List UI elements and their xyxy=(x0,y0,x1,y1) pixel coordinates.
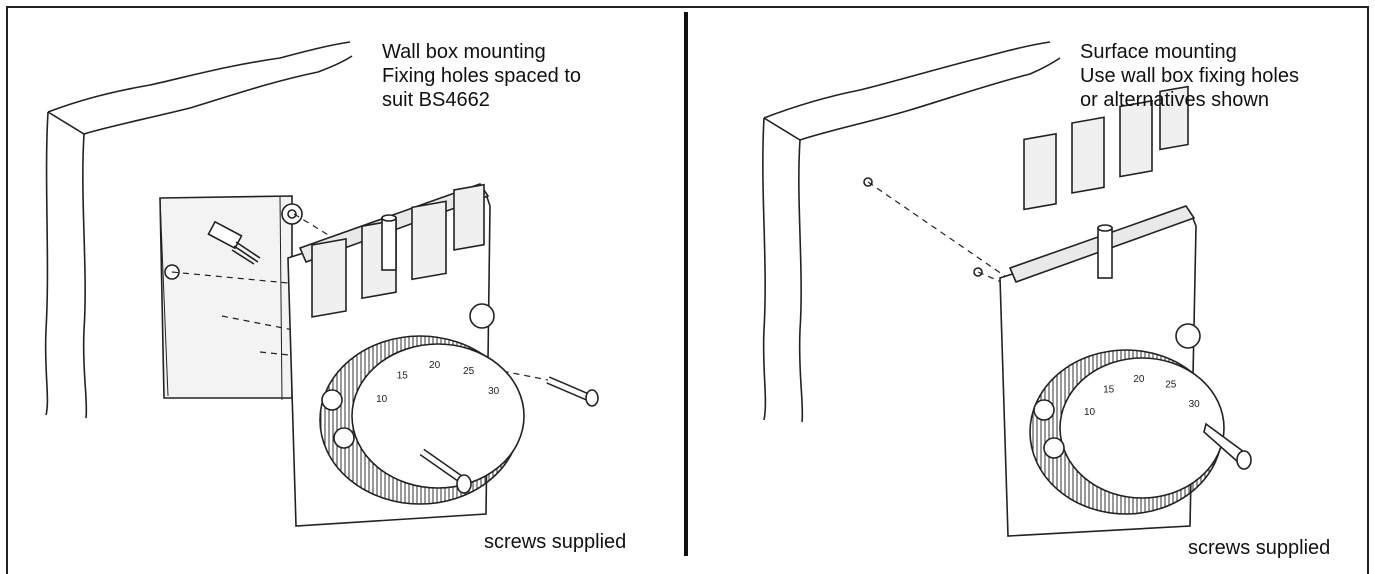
left-adjust-pin xyxy=(381,217,397,271)
right-dial-number: 25 xyxy=(1165,380,1177,391)
right-dial-number: 10 xyxy=(1084,407,1096,418)
left-caption-line-3: suit BS4662 xyxy=(382,89,490,111)
frame-top-border xyxy=(6,6,1369,8)
left-caption-line-2: Fixing holes spaced to xyxy=(382,65,582,87)
right-illustration xyxy=(762,41,1252,537)
left-adjust-knob xyxy=(469,303,495,329)
left-dial-number: 30 xyxy=(488,386,500,397)
left-screws-label: screws supplied xyxy=(484,531,627,553)
left-caption-line-1: Wall box mounting xyxy=(382,41,546,63)
right-dial-numbers: 10 15 20 25 30 xyxy=(1084,374,1200,418)
left-dial-numbers: 10 15 20 25 30 xyxy=(376,360,500,405)
right-dial-number: 20 xyxy=(1133,374,1145,385)
right-mount-hole xyxy=(1033,399,1055,421)
left-dial-number: 20 xyxy=(429,360,441,371)
left-dial-number: 15 xyxy=(397,371,409,382)
right-caption: Surface mounting Use wall box fixing hol… xyxy=(1080,40,1299,112)
left-mount-hole xyxy=(321,389,343,411)
left-wall-top-edge xyxy=(47,41,351,113)
left-screw-2 xyxy=(419,448,472,494)
right-dial-face xyxy=(1059,357,1225,499)
right-terminal-block xyxy=(1023,85,1189,211)
left-cable xyxy=(207,220,261,265)
left-caption: Wall box mounting Fixing holes spaced to… xyxy=(382,40,581,112)
left-wall-front-face-edge xyxy=(82,133,88,419)
right-dial-number: 30 xyxy=(1189,399,1201,410)
right-caption-line-3: or alternatives shown xyxy=(1080,89,1269,111)
left-illustration xyxy=(44,41,599,527)
right-wall-front-left-edge xyxy=(762,117,767,421)
left-dial-face xyxy=(351,343,525,489)
right-adjust-knob xyxy=(1175,323,1201,349)
right-wall-front-top xyxy=(763,57,1061,141)
frame-right-border xyxy=(1367,6,1369,574)
left-wall-front-left-edge xyxy=(44,111,49,416)
right-wall-front-face-edge xyxy=(798,139,804,423)
right-wall-top-edge xyxy=(763,41,1051,119)
left-box-lug-top xyxy=(281,203,303,225)
right-screw xyxy=(1203,422,1252,470)
left-wall-front-top xyxy=(47,55,353,135)
panel-divider xyxy=(684,12,688,556)
frame-left-border xyxy=(6,6,8,574)
left-dial-number: 10 xyxy=(376,394,388,405)
right-caption-line-1: Surface mounting xyxy=(1080,41,1237,63)
left-wall-box xyxy=(159,195,293,399)
right-dial-number: 15 xyxy=(1103,384,1115,395)
right-caption-line-2: Use wall box fixing holes xyxy=(1080,65,1299,87)
left-dial-number: 25 xyxy=(463,366,475,377)
left-screw-1 xyxy=(546,376,599,407)
right-screws-label: screws supplied xyxy=(1188,537,1331,559)
right-adjust-pin xyxy=(1097,227,1113,279)
